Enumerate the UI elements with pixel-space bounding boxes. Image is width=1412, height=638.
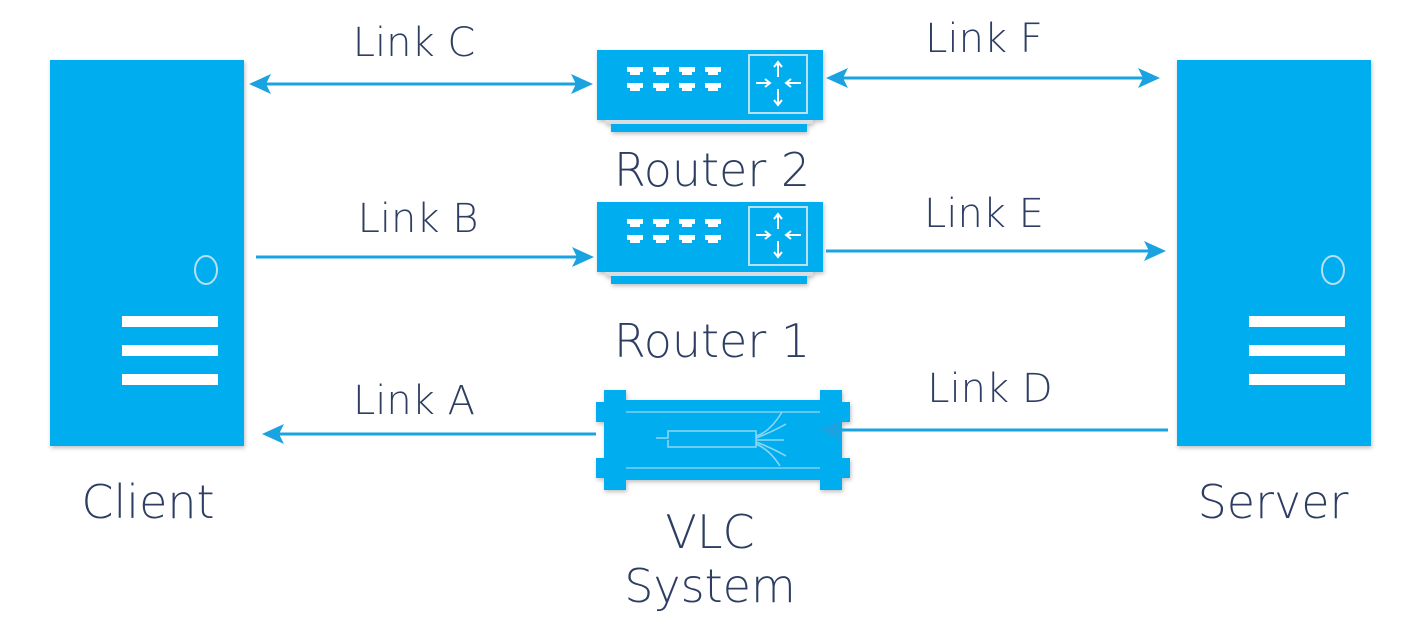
link-a-arrow-left: [262, 424, 284, 444]
link-c: Link C: [249, 20, 593, 94]
vlc-system-node: VLC System: [596, 390, 850, 613]
router-1-icon: [596, 201, 824, 285]
router-1-node: Router 1: [596, 201, 824, 368]
link-e: Link E: [826, 191, 1166, 261]
client-node: Client: [49, 59, 245, 529]
vlc-label-line1: VLC: [665, 505, 754, 559]
link-c-arrow-left: [249, 74, 271, 94]
vlc-label-line2: System: [624, 559, 796, 613]
link-b-label: Link B: [358, 196, 479, 242]
link-f-arrow-left: [826, 68, 848, 88]
link-f: Link F: [826, 16, 1160, 88]
link-c-arrow-right: [571, 74, 593, 94]
router-2-label: Router 2: [614, 143, 810, 197]
link-c-label: Link C: [353, 20, 476, 66]
link-b: Link B: [256, 196, 594, 267]
link-b-arrow-right: [572, 247, 594, 267]
client-label: Client: [81, 475, 214, 529]
link-f-label: Link F: [925, 16, 1043, 62]
link-e-label: Link E: [924, 191, 1044, 237]
client-server-icon: [49, 59, 245, 447]
link-a-label: Link A: [353, 378, 475, 424]
fiber-optic-icon: [596, 390, 850, 490]
link-d: Link D: [820, 366, 1168, 440]
server-node: Server: [1176, 59, 1372, 529]
link-d-label: Link D: [927, 366, 1052, 412]
link-e-arrow-right: [1144, 241, 1166, 261]
server-tower-icon: [1176, 59, 1372, 447]
server-label: Server: [1198, 475, 1349, 529]
link-f-arrow-right: [1138, 68, 1160, 88]
router-2-node: Router 2: [596, 49, 824, 197]
router-2-icon: [596, 49, 824, 133]
link-a: Link A: [262, 378, 596, 444]
link-d-arrow-left: [820, 420, 842, 440]
router-1-label: Router 1: [614, 314, 810, 368]
